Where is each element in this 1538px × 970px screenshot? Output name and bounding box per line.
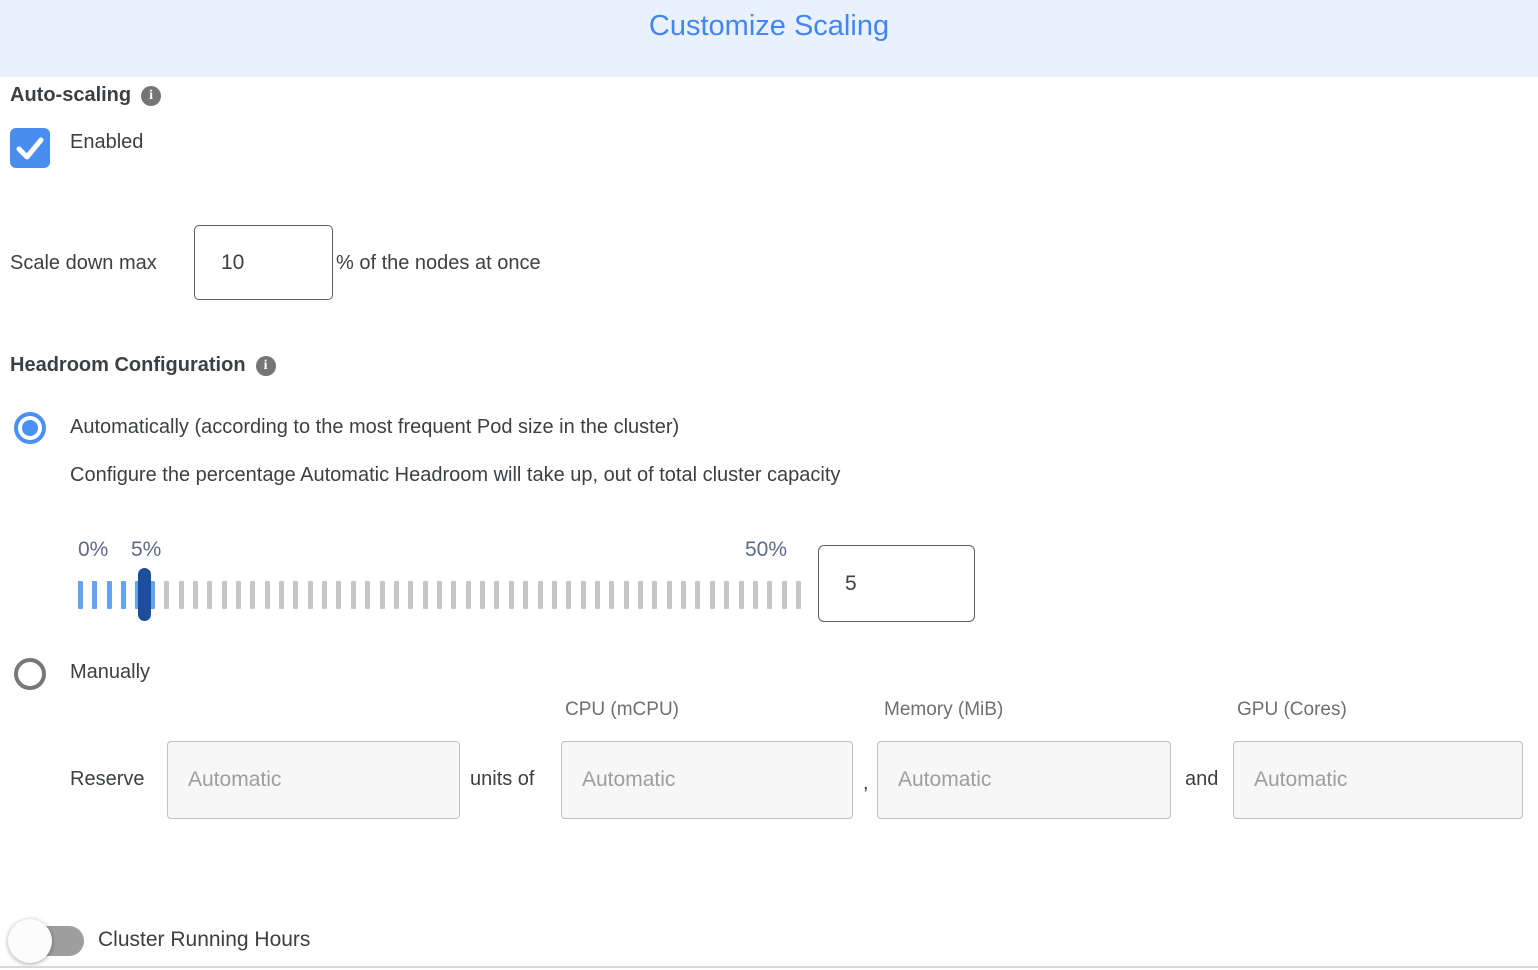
- slider-tick[interactable]: [293, 581, 299, 609]
- slider-tick[interactable]: [221, 581, 227, 609]
- slider-tick[interactable]: [738, 581, 744, 609]
- auto-scaling-section-label: Auto-scaling i: [10, 84, 162, 107]
- slider-tick[interactable]: [752, 581, 758, 609]
- headroom-label: Headroom Configuration: [10, 354, 246, 376]
- info-icon[interactable]: i: [141, 85, 162, 106]
- slider-tick[interactable]: [594, 581, 600, 609]
- slider-tick[interactable]: [149, 581, 155, 609]
- reserve-gpu-input[interactable]: [1233, 741, 1523, 819]
- slider-tick[interactable]: [307, 581, 313, 609]
- slider-tick[interactable]: [279, 581, 285, 609]
- slider-tick[interactable]: [508, 581, 514, 609]
- scale-down-max-label: Scale down max: [10, 252, 157, 274]
- slider-tick[interactable]: [350, 581, 356, 609]
- radio-manually[interactable]: [14, 658, 46, 690]
- slider-tick[interactable]: [681, 581, 687, 609]
- slider-tick[interactable]: [465, 581, 471, 609]
- reserve-cpu-input[interactable]: [561, 741, 853, 819]
- slider-tick[interactable]: [652, 581, 658, 609]
- slider-tick[interactable]: [393, 581, 399, 609]
- slider-tick[interactable]: [207, 581, 213, 609]
- slider-tick[interactable]: [106, 581, 112, 609]
- slider-tick[interactable]: [724, 581, 730, 609]
- slider-tick[interactable]: [436, 581, 442, 609]
- slider-tick[interactable]: [480, 581, 486, 609]
- comma-separator: ,: [863, 772, 869, 794]
- slider-min-label: 0%: [78, 538, 109, 561]
- reserve-memory-input[interactable]: [877, 741, 1171, 819]
- slider-tick[interactable]: [78, 581, 83, 609]
- slider-tick[interactable]: [795, 581, 801, 609]
- enabled-label: Enabled: [70, 131, 144, 153]
- slider-tick[interactable]: [408, 581, 414, 609]
- slider-tick[interactable]: [135, 581, 141, 609]
- headroom-percentage-input[interactable]: [818, 545, 975, 622]
- slider-tick[interactable]: [767, 581, 773, 609]
- radio-automatically[interactable]: [14, 412, 46, 444]
- dialog-header: Customize Scaling: [0, 0, 1538, 77]
- slider-tick[interactable]: [235, 581, 241, 609]
- page-title: Customize Scaling: [648, 10, 890, 42]
- auto-scaling-enabled-checkbox[interactable]: [10, 128, 50, 168]
- bottom-divider: [0, 966, 1538, 968]
- slider-tick[interactable]: [322, 581, 328, 609]
- radio-automatically-label[interactable]: Automatically (according to the most fre…: [70, 416, 680, 438]
- slider-tick[interactable]: [250, 581, 256, 609]
- reserve-label: Reserve: [70, 768, 145, 790]
- slider-tick[interactable]: [494, 581, 500, 609]
- units-of-label: units of: [470, 768, 535, 790]
- slider-tick[interactable]: [566, 581, 572, 609]
- slider-tick[interactable]: [523, 581, 529, 609]
- slider-tick[interactable]: [666, 581, 672, 609]
- toggle-knob[interactable]: [8, 919, 52, 963]
- auto-scaling-label: Auto-scaling: [10, 84, 132, 106]
- scale-down-max-suffix: % of the nodes at once: [336, 252, 541, 274]
- slider-tick[interactable]: [638, 581, 644, 609]
- column-header-memory: Memory (MiB): [884, 699, 1004, 720]
- slider-tick[interactable]: [121, 581, 127, 609]
- slider-tick[interactable]: [580, 581, 586, 609]
- scale-down-max-input[interactable]: [194, 225, 333, 300]
- slider-current-label: 5%: [131, 538, 162, 561]
- slider-tick[interactable]: [451, 581, 457, 609]
- checkmark-icon: [16, 137, 44, 160]
- info-icon[interactable]: i: [255, 355, 276, 376]
- slider-max-label: 50%: [745, 538, 788, 561]
- column-header-cpu: CPU (mCPU): [565, 699, 679, 720]
- slider-handle[interactable]: [138, 568, 151, 621]
- headroom-description: Configure the percentage Automatic Headr…: [70, 464, 841, 486]
- cluster-running-hours-label: Cluster Running Hours: [98, 928, 311, 951]
- column-header-gpu: GPU (Cores): [1237, 699, 1347, 720]
- headroom-slider[interactable]: [78, 581, 801, 609]
- slider-tick[interactable]: [92, 581, 98, 609]
- slider-tick[interactable]: [192, 581, 198, 609]
- slider-tick[interactable]: [709, 581, 715, 609]
- radio-manually-label[interactable]: Manually: [70, 661, 151, 683]
- slider-tick[interactable]: [609, 581, 615, 609]
- headroom-section-label: Headroom Configuration i: [10, 354, 276, 377]
- reserve-units-input[interactable]: [167, 741, 460, 819]
- slider-tick[interactable]: [379, 581, 385, 609]
- slider-tick[interactable]: [695, 581, 701, 609]
- slider-tick[interactable]: [164, 581, 170, 609]
- slider-tick[interactable]: [365, 581, 371, 609]
- slider-tick[interactable]: [178, 581, 184, 609]
- slider-tick[interactable]: [781, 581, 787, 609]
- slider-tick[interactable]: [623, 581, 629, 609]
- and-label: and: [1185, 768, 1219, 790]
- slider-tick[interactable]: [336, 581, 342, 609]
- slider-tick[interactable]: [422, 581, 428, 609]
- slider-tick[interactable]: [264, 581, 270, 609]
- slider-tick[interactable]: [551, 581, 557, 609]
- slider-tick[interactable]: [537, 581, 543, 609]
